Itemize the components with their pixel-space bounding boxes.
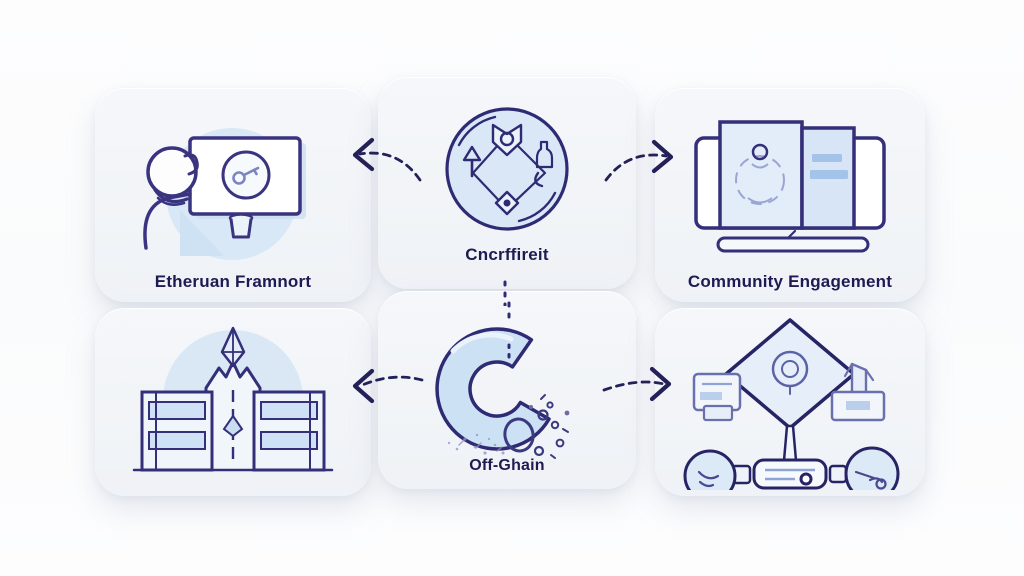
panel-community-engagement: Community Engagement bbox=[655, 88, 925, 302]
open-book-icon bbox=[694, 120, 886, 253]
panel-off-chain: Off-Ghain bbox=[378, 291, 636, 489]
panel-label: Off-Ghain bbox=[469, 457, 545, 474]
panel-ethereum-framework: Etheruan Framnort bbox=[95, 88, 371, 302]
panel-building bbox=[95, 308, 371, 496]
building-with-spire-icon bbox=[132, 326, 334, 472]
panel-consensus-cycle: Cncrffireit bbox=[378, 77, 636, 289]
panel-label: Cncrffireit bbox=[465, 245, 549, 264]
gauge-arc-icon bbox=[435, 301, 570, 459]
dashed-vertical-connector-icon bbox=[498, 280, 512, 306]
person-at-monitor-icon bbox=[143, 128, 306, 260]
dashed-arrow-bottom-left-icon bbox=[344, 362, 426, 412]
panel-governance-flow bbox=[655, 308, 925, 496]
dashed-arrow-top-left-icon bbox=[344, 132, 426, 188]
governance-flowchart-icon bbox=[683, 318, 900, 490]
dashed-arrow-top-right-icon bbox=[600, 136, 682, 192]
panel-label: Community Engagement bbox=[687, 272, 893, 291]
panel-label: Etheruan Framnort bbox=[154, 272, 312, 291]
cycle-diagram-icon bbox=[445, 107, 569, 231]
dashed-arrow-bottom-right-icon bbox=[600, 362, 682, 412]
